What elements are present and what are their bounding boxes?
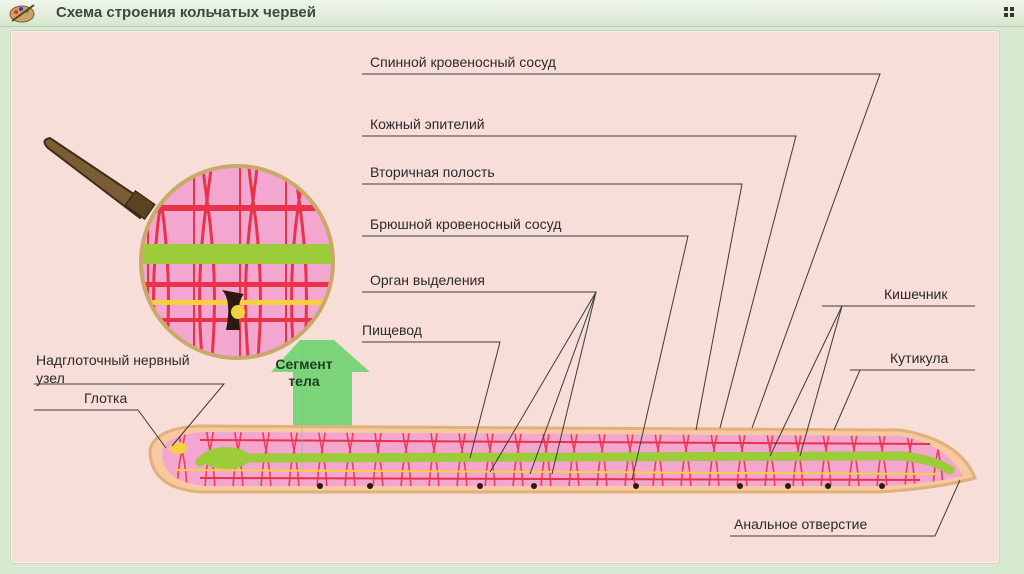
label-intestine: Кишечник — [884, 286, 948, 302]
label-secondary-cavity: Вторичная полость — [370, 164, 495, 180]
label-excretory-organ: Орган выделения — [370, 272, 485, 288]
magnifier-icon — [43, 136, 335, 360]
label-supraglottic-ganglion-2: узел — [36, 370, 65, 386]
label-dorsal-vessel: Спинной кровеносный сосуд — [370, 54, 556, 70]
palette-icon[interactable] — [8, 3, 38, 23]
label-ventral-vessel: Брюшной кровеносный сосуд — [370, 216, 562, 232]
segment-label-line-1: Сегмент — [275, 356, 333, 372]
window-title: Схема строения кольчатых червей — [56, 4, 316, 21]
label-pharynx: Глотка — [84, 390, 128, 406]
title-bar: Схема строения кольчатых червей — [0, 0, 1024, 27]
label-cuticle: Кутикула — [890, 350, 949, 366]
worm-body — [148, 424, 978, 494]
grip-icon[interactable] — [1004, 7, 1014, 17]
label-esophagus: Пищевод — [362, 322, 422, 338]
label-skin-epithelium: Кожный эпителий — [370, 116, 485, 132]
segment-label: Сегмент тела — [268, 356, 340, 390]
label-anal-opening: Анальное отверстие — [734, 516, 868, 532]
label-supraglottic-ganglion: Надглоточный нервный — [36, 352, 190, 368]
segment-label-line-2: тела — [288, 373, 320, 389]
leader-lines — [34, 73, 975, 537]
